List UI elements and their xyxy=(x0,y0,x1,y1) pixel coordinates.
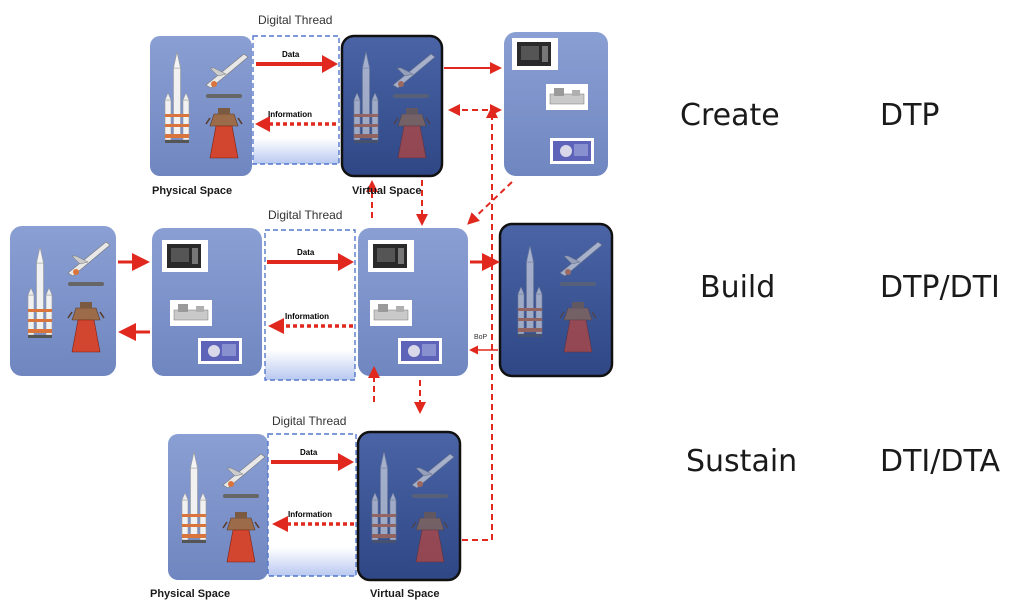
lathe-icon xyxy=(169,299,213,327)
information-label: Information xyxy=(268,110,312,119)
robot-cell-icon xyxy=(198,338,242,364)
machine-tool-icon xyxy=(162,240,208,272)
robot-cell-icon xyxy=(398,338,442,364)
data-label: Data xyxy=(282,50,300,59)
physical-space-caption: Physical Space xyxy=(152,185,233,197)
information-label: Information xyxy=(288,510,332,519)
phase-create-label: Create xyxy=(680,98,780,133)
lathe-icon xyxy=(369,299,413,327)
phase-build-label: Build xyxy=(700,270,776,305)
digital-thread-title: Digital Thread xyxy=(272,414,347,428)
data-label: Data xyxy=(297,248,315,257)
digital-thread-title: Digital Thread xyxy=(268,208,343,222)
row-create xyxy=(150,32,608,178)
phase-sustain-code: DTI/DTA xyxy=(880,444,1000,479)
bop-label: BoP xyxy=(474,334,488,341)
physical-space-caption: Physical Space xyxy=(150,588,231,600)
digital-thread-title: Digital Thread xyxy=(258,13,333,27)
connector-arrows xyxy=(366,106,513,541)
virtual-space-caption: Virtual Space xyxy=(352,185,422,197)
phase-create-code: DTP xyxy=(880,98,940,133)
lathe-icon xyxy=(545,83,589,111)
phase-build-code: DTP/DTI xyxy=(880,270,1000,305)
virtual-space-caption: Virtual Space xyxy=(370,588,440,600)
information-label: Information xyxy=(285,312,329,321)
machine-tool-icon xyxy=(512,38,558,70)
robot-cell-icon xyxy=(550,138,594,164)
phase-sustain-label: Sustain xyxy=(686,444,798,479)
row-sustain xyxy=(168,430,462,582)
data-label: Data xyxy=(300,448,318,457)
machine-tool-icon xyxy=(368,240,414,272)
row-build xyxy=(10,222,614,381)
